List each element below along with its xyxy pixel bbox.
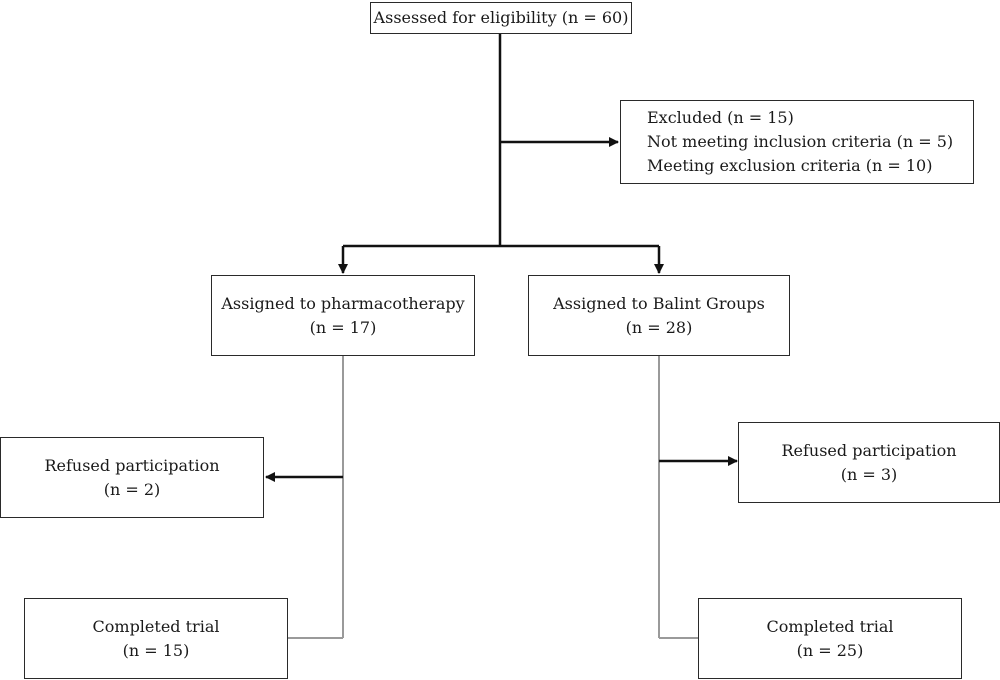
balint-label: Assigned to Balint Groups — [553, 293, 765, 313]
excluded-title: Excluded (n = 15) — [647, 108, 794, 127]
balint-refused-box: Refused participation (n = 3) — [738, 422, 1000, 503]
pharmacotherapy-count: (n = 17) — [309, 317, 377, 337]
balint-completed-count: (n = 25) — [796, 640, 864, 660]
excluded-reason-exclusion: Meeting exclusion criteria (n = 10) — [647, 156, 933, 175]
balint-completed-label: Completed trial — [766, 616, 894, 636]
pharm-refused-label: Refused participation — [44, 455, 220, 475]
pharmacotherapy-box: Assigned to pharmacotherapy (n = 17) — [211, 275, 475, 356]
balint-refused-count: (n = 3) — [840, 464, 898, 484]
balint-count: (n = 28) — [625, 317, 693, 337]
pharm-completed-label: Completed trial — [92, 616, 220, 636]
pharm-completed-count: (n = 15) — [122, 640, 190, 660]
pharm-refused-count: (n = 2) — [103, 479, 161, 499]
pharm-refused-box: Refused participation (n = 2) — [0, 437, 264, 518]
balint-refused-label: Refused participation — [781, 440, 957, 460]
excluded-reason-inclusion: Not meeting inclusion criteria (n = 5) — [647, 132, 954, 151]
assessed-text: Assessed for eligibility (n = 60) — [373, 8, 629, 27]
balint-completed-box: Completed trial (n = 25) — [698, 598, 962, 679]
excluded-box: Excluded (n = 15) Not meeting inclusion … — [620, 100, 974, 184]
balint-box: Assigned to Balint Groups (n = 28) — [528, 275, 790, 356]
pharmacotherapy-label: Assigned to pharmacotherapy — [221, 293, 465, 313]
pharm-completed-box: Completed trial (n = 15) — [24, 598, 288, 679]
assessed-box: Assessed for eligibility (n = 60) — [370, 2, 632, 34]
